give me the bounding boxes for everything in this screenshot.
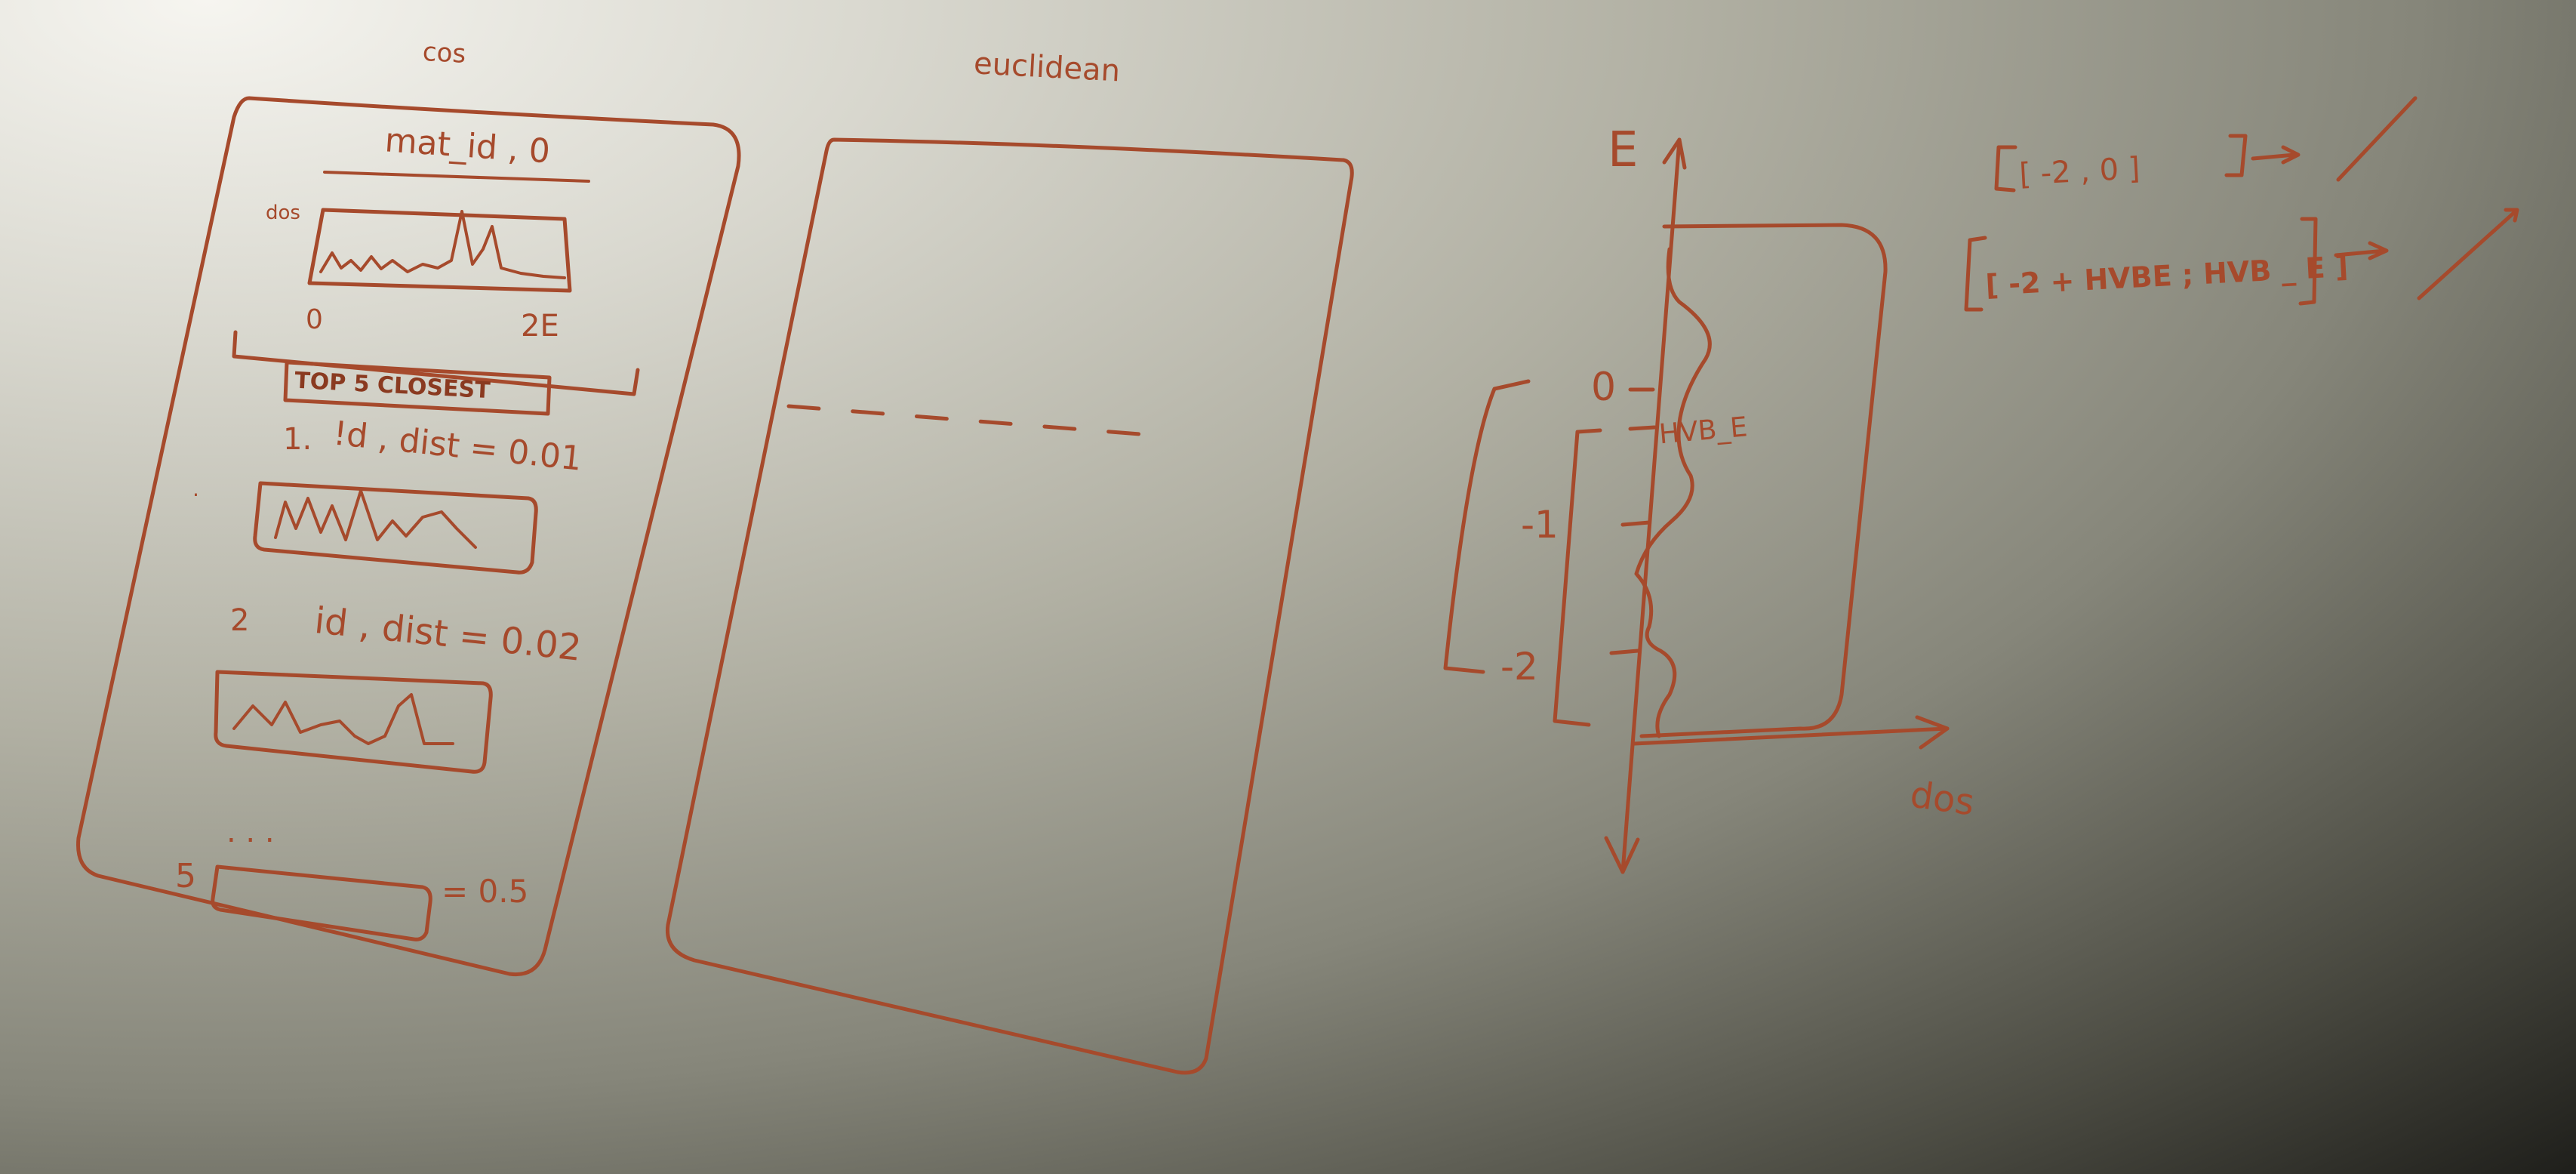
- e-axis-bottom-arrow: [1604, 836, 1640, 874]
- query-underline: [323, 171, 590, 183]
- range-bracket-inner: [1553, 428, 1602, 727]
- result2-text: id , dist = 0.02: [312, 599, 583, 670]
- dos-axis-arrow: [1915, 715, 1950, 750]
- energy-dos-plot: E dos 0 -1 -2 HVB_E: [1443, 122, 1977, 874]
- plot-x-start: 0: [306, 304, 323, 335]
- range2-slope-line: [2417, 208, 2519, 300]
- cos-sketch: cos mat_id , 0 dos 0 2E TOP 5 CLOSEST 1.…: [76, 37, 741, 977]
- range2-arrow: [2334, 241, 2389, 260]
- dos-axis: [1632, 726, 1950, 746]
- result5-box: [211, 864, 432, 941]
- euclidean-dashed-line: [786, 404, 1142, 436]
- result1-number: 1.: [283, 422, 312, 457]
- cos-query: mat_id , 0: [383, 121, 551, 171]
- cos-title: cos: [422, 37, 466, 69]
- hvb-tick: [1628, 425, 1657, 431]
- result1-text: !d , dist = 0.01: [331, 414, 583, 478]
- range1-slope-line: [2336, 96, 2418, 182]
- tick-m2-mark: [1609, 649, 1640, 655]
- result1-marker: ·: [192, 482, 199, 507]
- dos-axis-label: dos: [1907, 773, 1977, 824]
- plot-bracket: [232, 330, 640, 396]
- euclidean-title: euclidean: [973, 46, 1121, 88]
- range-notes: [ -2 , 0 ] [ -2 + HVBE ; HVB _ E ]: [1964, 96, 2519, 312]
- plot-region-box: [1639, 223, 1888, 738]
- dos-curve: [1634, 247, 1712, 738]
- tick-0: 0: [1591, 365, 1616, 410]
- e-axis-label: E: [1608, 122, 1638, 178]
- range-bracket-outer: [1443, 379, 1531, 674]
- result2-box: [214, 670, 493, 774]
- range1-brackets: [1994, 134, 2248, 193]
- range1: [ -2 , 0 ]: [2018, 151, 2141, 192]
- section-label-box: [283, 360, 552, 416]
- tick-m1-mark: [1620, 520, 1651, 527]
- result2-number: 2: [230, 603, 249, 638]
- tick-m1: -1: [1521, 503, 1559, 547]
- tick-m2: -2: [1500, 645, 1538, 689]
- result5-number: 5: [175, 857, 196, 895]
- cos-phone-outline: [76, 96, 741, 977]
- dos-plot-frame: [307, 208, 572, 293]
- range1-arrow: [2251, 145, 2301, 165]
- euclidean-phone-outline: [665, 137, 1354, 1075]
- range2-brackets: [1964, 217, 2318, 312]
- plot-ylabel: dos: [266, 202, 300, 224]
- plot-x-end: 2E: [521, 309, 559, 344]
- hvb-marker: HVB_E: [1657, 411, 1748, 450]
- range2: [ -2 + HVBE ; HVB _ E ]: [1985, 250, 2350, 302]
- result1-box: [253, 481, 538, 575]
- ellipsis: . . .: [226, 815, 275, 849]
- result1-curve: [274, 489, 477, 549]
- e-axis-top-arrow: [1662, 137, 1687, 170]
- euclidean-sketch: euclidean: [665, 46, 1354, 1075]
- dos-plot-curve: [319, 210, 566, 279]
- result2-curve: [232, 693, 454, 745]
- result5-value: = 0.5: [442, 873, 528, 910]
